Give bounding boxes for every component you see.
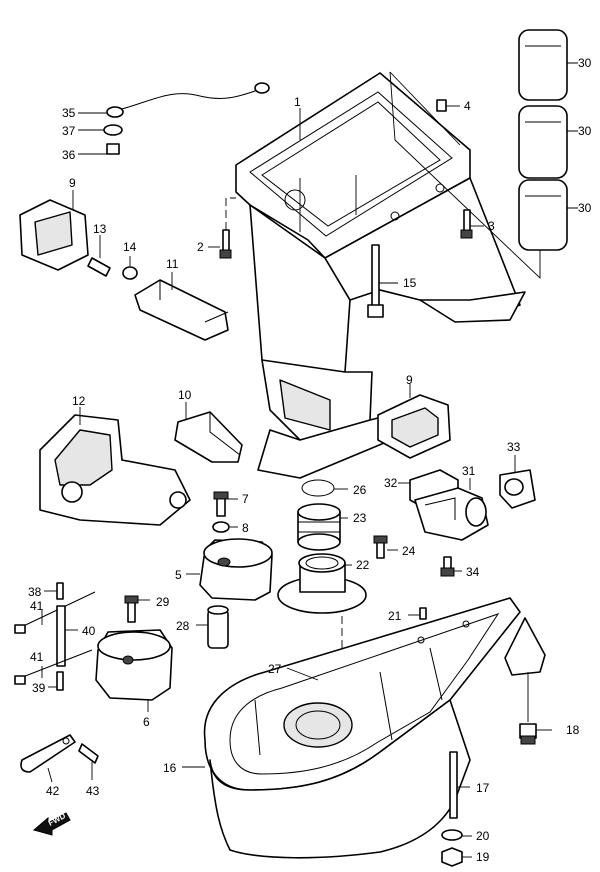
callout-35: 35 bbox=[62, 106, 76, 120]
mount-rubber-9-upper bbox=[19, 190, 89, 271]
callout-labels: 1 2 3 4 5 6 7 8 9 9 10 11 12 13 14 15 16… bbox=[28, 56, 592, 864]
tie-band-41-upper bbox=[14, 591, 96, 634]
callout-19: 19 bbox=[476, 850, 490, 864]
callout-33: 33 bbox=[507, 440, 521, 454]
tie-band-41-lower bbox=[14, 649, 93, 685]
guide-22 bbox=[277, 553, 367, 614]
damper-11 bbox=[134, 272, 229, 341]
callout-11: 11 bbox=[166, 257, 179, 271]
rivet-38 bbox=[44, 582, 64, 600]
lower-mount-bracket bbox=[39, 407, 191, 526]
stud-17 bbox=[449, 751, 470, 819]
callout-8: 8 bbox=[242, 521, 249, 535]
bolt-13 bbox=[87, 235, 111, 277]
callout-30a: 30 bbox=[578, 56, 592, 70]
ground-lead-wire bbox=[78, 82, 270, 155]
callout-34: 34 bbox=[466, 565, 480, 579]
callout-16: 16 bbox=[163, 761, 177, 775]
mount-rubber-10 bbox=[174, 402, 243, 463]
callout-1: 1 bbox=[294, 95, 301, 109]
callout-4: 4 bbox=[464, 99, 471, 113]
callout-43: 43 bbox=[86, 784, 100, 798]
callout-6: 6 bbox=[143, 715, 150, 729]
clamp-42 bbox=[20, 734, 76, 783]
callout-22: 22 bbox=[356, 558, 370, 572]
callout-36: 36 bbox=[62, 148, 76, 162]
grommet-33 bbox=[499, 455, 536, 509]
water-pipe-31 bbox=[414, 478, 489, 541]
callout-31: 31 bbox=[462, 464, 476, 478]
plug-18 bbox=[519, 672, 552, 745]
washer-14 bbox=[122, 256, 138, 280]
callout-10: 10 bbox=[178, 388, 192, 402]
dowel-pin bbox=[436, 99, 460, 112]
exhaust-tube-set bbox=[518, 29, 578, 251]
callout-23: 23 bbox=[353, 511, 367, 525]
bolt-24 bbox=[373, 535, 398, 559]
stud-bolt-15 bbox=[367, 244, 398, 318]
callout-37: 37 bbox=[62, 124, 76, 138]
mount-rubber-9-lower bbox=[377, 384, 451, 459]
driveshaft-housing bbox=[235, 72, 526, 479]
pin-28 bbox=[196, 605, 229, 649]
callout-40: 40 bbox=[82, 624, 96, 638]
bolt-2 bbox=[208, 197, 236, 259]
callout-39: 39 bbox=[32, 681, 46, 695]
dowel-pin-21 bbox=[408, 607, 427, 620]
rivet-39 bbox=[48, 671, 64, 691]
callout-15: 15 bbox=[403, 276, 417, 290]
nut-19 bbox=[441, 847, 472, 867]
callout-32: 32 bbox=[384, 476, 398, 490]
callout-13: 13 bbox=[93, 222, 107, 236]
callout-2: 2 bbox=[197, 240, 204, 254]
bolt-34 bbox=[440, 556, 462, 577]
callout-20: 20 bbox=[476, 829, 490, 843]
callout-42: 42 bbox=[46, 784, 60, 798]
callout-38: 38 bbox=[28, 585, 42, 599]
callout-29: 29 bbox=[156, 595, 170, 609]
forward-arrow-icon bbox=[32, 812, 71, 836]
callout-18: 18 bbox=[566, 723, 580, 737]
callout-12: 12 bbox=[72, 394, 86, 408]
callout-3: 3 bbox=[488, 219, 495, 233]
callout-41b: 41 bbox=[30, 650, 44, 664]
washer-8 bbox=[212, 521, 238, 533]
circlip-26 bbox=[301, 479, 348, 497]
bolt-43 bbox=[78, 743, 99, 780]
lower-housing-case bbox=[182, 597, 546, 859]
callout-7: 7 bbox=[242, 492, 249, 506]
callout-30c: 30 bbox=[578, 201, 592, 215]
callout-41a: 41 bbox=[30, 599, 44, 613]
callout-5: 5 bbox=[175, 568, 182, 582]
mount-5 bbox=[186, 538, 273, 601]
callout-9a: 9 bbox=[69, 176, 76, 190]
callout-26: 26 bbox=[353, 483, 367, 497]
callout-28: 28 bbox=[176, 619, 190, 633]
washer-20 bbox=[441, 829, 472, 841]
callout-27: 27 bbox=[268, 662, 282, 676]
callout-24: 24 bbox=[402, 544, 416, 558]
callout-14: 14 bbox=[123, 240, 137, 254]
forward-direction-marker: FWD bbox=[32, 811, 71, 836]
mount-6 bbox=[95, 629, 173, 712]
callout-17: 17 bbox=[476, 781, 490, 795]
callout-9b: 9 bbox=[406, 373, 413, 387]
pipe-40 bbox=[56, 605, 78, 667]
callout-30b: 30 bbox=[578, 124, 592, 138]
bolt-29 bbox=[124, 595, 150, 623]
bolt-3 bbox=[460, 209, 484, 239]
bolt-7 bbox=[213, 491, 238, 517]
callout-21: 21 bbox=[388, 609, 402, 623]
water-tube-seal-23 bbox=[297, 503, 348, 551]
